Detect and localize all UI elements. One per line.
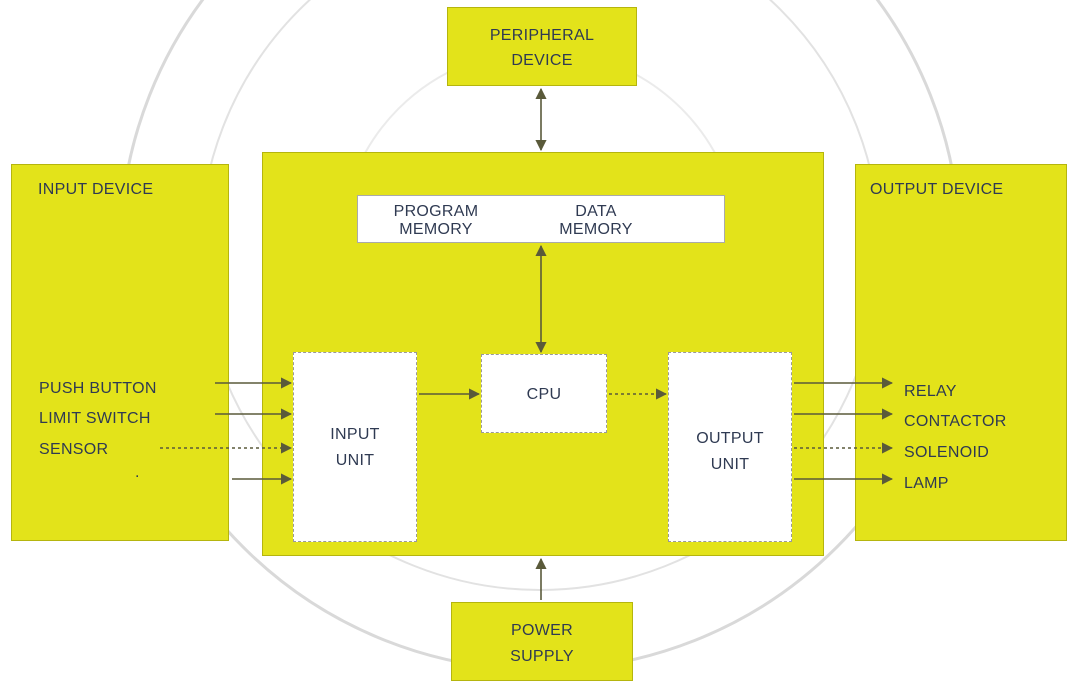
output-device-title: OUTPUT DEVICE	[870, 182, 1003, 198]
power-supply-line1: POWER	[452, 623, 632, 639]
input-item-limit-switch: LIMIT SWITCH	[39, 411, 151, 427]
input-unit-line1: INPUT	[294, 427, 416, 443]
output-item-contactor: CONTACTOR	[904, 414, 1007, 430]
peripheral-device-line2: DEVICE	[448, 53, 636, 69]
input-unit-line2: UNIT	[294, 453, 416, 469]
memory-box: PROGRAM MEMORY DATA MEMORY	[357, 195, 725, 243]
program-memory-line2: MEMORY	[370, 222, 502, 238]
power-supply-box: POWER SUPPLY	[451, 602, 633, 681]
output-device-panel: OUTPUT DEVICE RELAY CONTACTOR SOLENOID L…	[855, 164, 1067, 541]
data-memory-line1: DATA	[530, 204, 662, 220]
input-unit-box: INPUT UNIT	[293, 352, 417, 542]
output-item-relay: RELAY	[904, 384, 957, 400]
output-item-lamp: LAMP	[904, 476, 949, 492]
cpu-box: CPU	[481, 354, 607, 433]
program-memory-line1: PROGRAM	[370, 204, 502, 220]
data-memory-line2: MEMORY	[530, 222, 662, 238]
input-device-panel: INPUT DEVICE PUSH BUTTON LIMIT SWITCH SE…	[11, 164, 229, 541]
output-item-solenoid: SOLENOID	[904, 445, 989, 461]
cpu-label: CPU	[482, 387, 606, 403]
peripheral-device-box: PERIPHERAL DEVICE	[447, 7, 637, 86]
power-supply-line2: SUPPLY	[452, 649, 632, 665]
output-unit-box: OUTPUT UNIT	[668, 352, 792, 542]
input-item-ellipsis: .	[135, 465, 140, 481]
input-device-title: INPUT DEVICE	[38, 182, 153, 198]
peripheral-device-line1: PERIPHERAL	[448, 28, 636, 44]
output-unit-line1: OUTPUT	[669, 431, 791, 447]
input-item-sensor: SENSOR	[39, 442, 108, 458]
input-item-push-button: PUSH BUTTON	[39, 381, 157, 397]
output-unit-line2: UNIT	[669, 457, 791, 473]
